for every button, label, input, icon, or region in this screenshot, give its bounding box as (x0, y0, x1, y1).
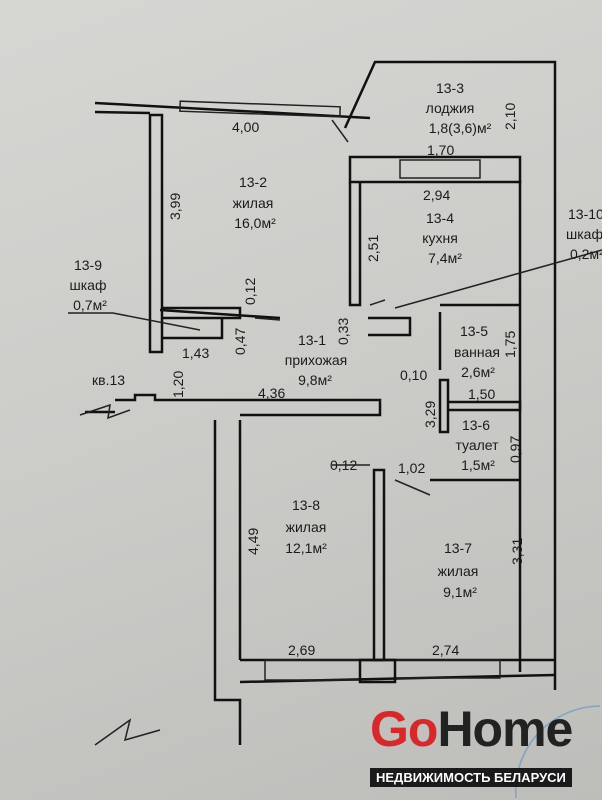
room-name: туалет (455, 437, 499, 453)
logo-tagline: НЕДВИЖИМОСТЬ БЕЛАРУСИ (370, 768, 572, 787)
room-name: шкаф (566, 226, 602, 242)
dim: 1,75 (502, 331, 518, 358)
room-id: 13-1 (298, 332, 326, 348)
dimensions: 4,00 3,99 2,10 1,70 2,94 2,51 0,12 0,47 … (167, 103, 525, 658)
dim: 3,31 (509, 538, 525, 565)
room-13-4: 13-4 кухня 7,4м² (422, 210, 462, 266)
room-13-10: 13-10 шкаф 0,2м² (566, 206, 602, 262)
room-area: 1,8(3,6)м² (429, 120, 492, 136)
room-13-3: 13-3 лоджия 1,8(3,6)м² (426, 80, 492, 136)
logo-home: Home (437, 701, 573, 757)
room-13-1: 13-1 прихожая 9,8м² (285, 332, 347, 388)
dim: 2,51 (365, 235, 381, 262)
room-name: кухня (422, 230, 458, 246)
dim: 0,47 (232, 328, 248, 355)
dim: 1,50 (468, 386, 495, 402)
room-id: 13-4 (426, 210, 454, 226)
dim: 2,69 (288, 642, 315, 658)
room-13-7: 13-7 жилая 9,1м² (438, 540, 479, 600)
gohome-logo: GoHome НЕДВИЖИМОСТЬ БЕЛАРУСИ (370, 704, 573, 787)
dim: 1,02 (398, 460, 425, 476)
room-area: 16,0м² (234, 215, 276, 231)
dim: 2,74 (432, 642, 459, 658)
dim: 2,94 (423, 187, 450, 203)
room-13-6: 13-6 туалет 1,5м² (455, 417, 499, 473)
dim: 2,10 (502, 103, 518, 130)
room-name: жилая (438, 563, 479, 579)
room-name: шкаф (70, 277, 107, 293)
room-area: 7,4м² (428, 250, 462, 266)
dim: 4,00 (232, 119, 259, 135)
room-area: 9,8м² (298, 372, 332, 388)
room-13-9: 13-9 шкаф 0,7м² (68, 257, 201, 331)
room-area: 12,1м² (285, 540, 327, 556)
walls (79, 60, 602, 746)
room-area: 1,5м² (461, 457, 495, 473)
room-id: 13-3 (436, 80, 464, 96)
dim: 1,70 (427, 142, 454, 158)
room-area: 9,1м² (443, 584, 477, 600)
room-name: прихожая (285, 352, 347, 368)
room-id: 13-9 (74, 257, 102, 273)
dim: 0,10 (400, 367, 427, 383)
dim: 3,29 (422, 401, 438, 428)
room-13-8: 13-8 жилая 12,1м² (285, 497, 327, 556)
room-id: 13-2 (239, 174, 267, 190)
dim: 4,36 (258, 385, 285, 401)
room-name: ванная (454, 344, 500, 360)
leader-line (68, 312, 201, 331)
room-id: 13-5 (460, 323, 488, 339)
dim: 1,43 (182, 345, 209, 361)
room-id: 13-10 (568, 206, 602, 222)
room-name: жилая (233, 195, 274, 211)
room-area: 0,7м² (73, 297, 107, 313)
dim: 1,20 (170, 371, 186, 398)
dim: 0,12 (242, 278, 258, 305)
room-name: жилая (286, 519, 327, 535)
dim: 0,97 (507, 436, 523, 463)
room-13-5: 13-5 ванная 2,6м² (454, 323, 500, 380)
dim: 3,99 (167, 193, 183, 220)
room-id: 13-7 (444, 540, 472, 556)
logo-go: Go (370, 701, 438, 757)
apartment-label: кв.13 (92, 372, 125, 388)
room-id: 13-8 (292, 497, 320, 513)
room-13-2: 13-2 жилая 16,0м² (233, 174, 276, 231)
room-id: 13-6 (462, 417, 490, 433)
dim: 4,49 (245, 528, 261, 555)
room-area: 0,2м² (570, 246, 602, 262)
room-name: лоджия (426, 100, 475, 116)
room-area: 2,6м² (461, 364, 495, 380)
dim: 0,12 (330, 457, 357, 473)
dim: 0,33 (335, 318, 351, 345)
